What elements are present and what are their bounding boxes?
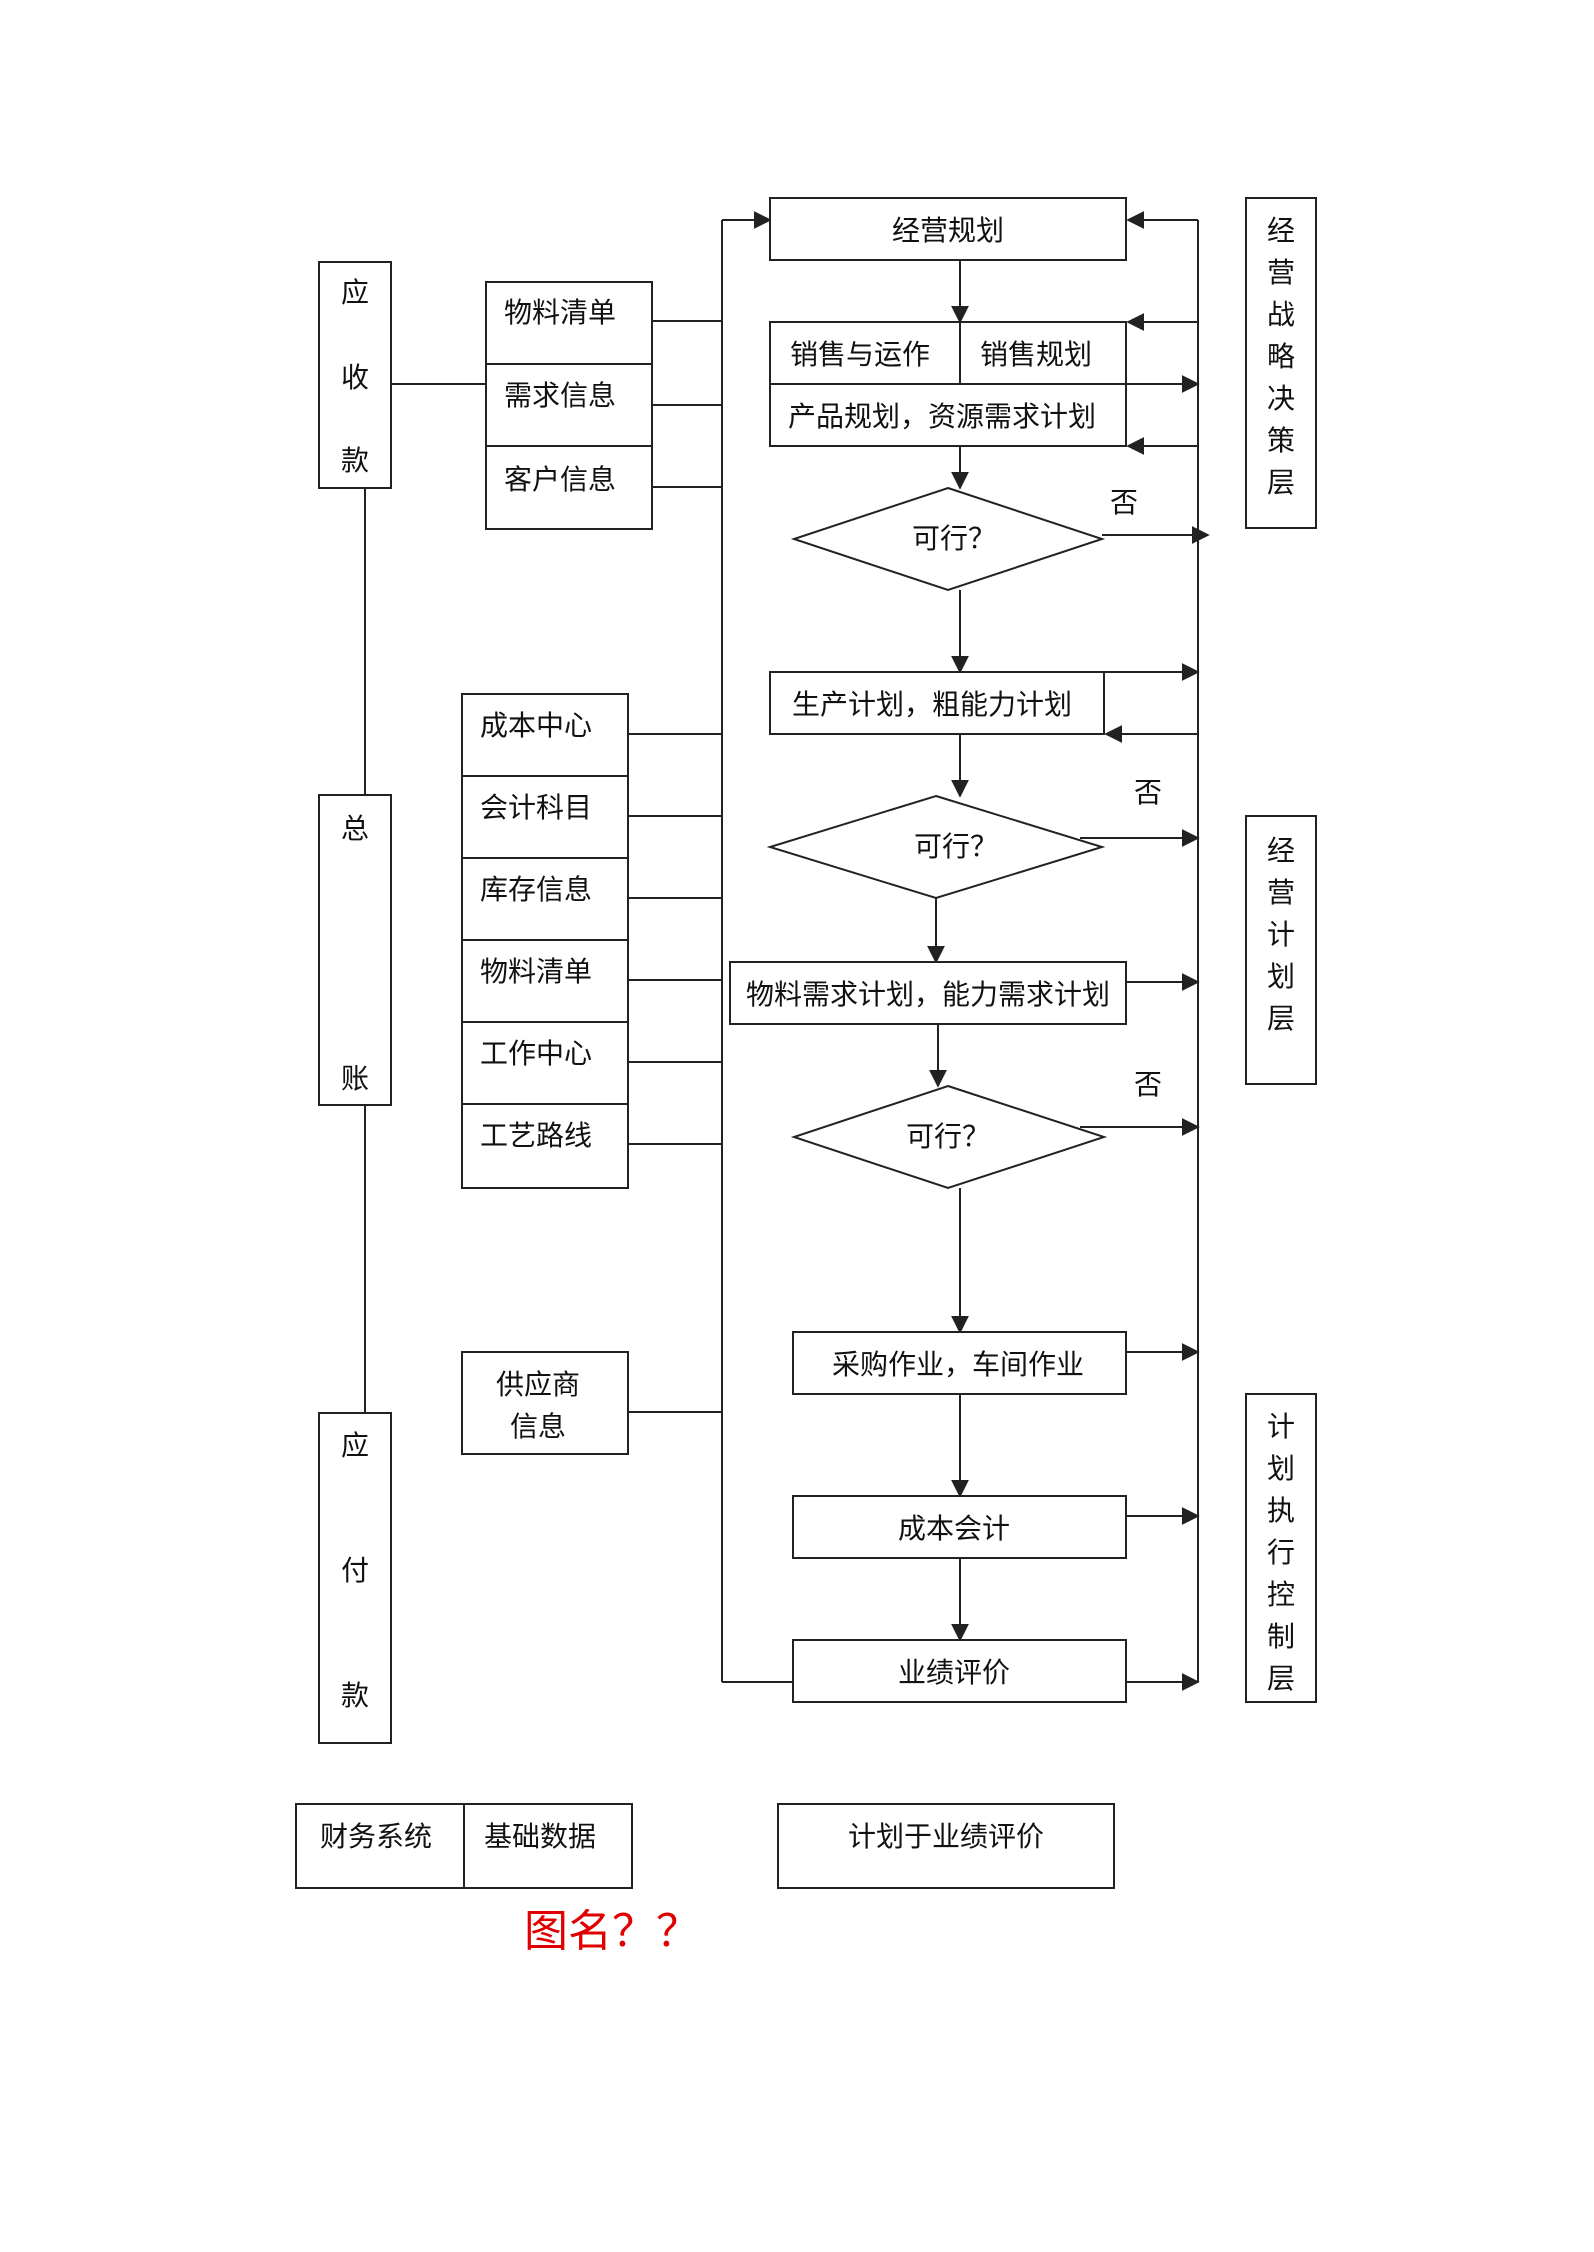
legend-finance: 财务系统: [320, 1820, 432, 1853]
ledger-char-1: 总: [341, 812, 369, 845]
feasible-decision-1: 可行？: [790, 486, 1106, 592]
svg-text:略: 略: [1267, 340, 1295, 373]
inventory-info-label: 库存信息: [480, 873, 592, 906]
svg-text:营: 营: [1267, 876, 1295, 909]
svg-text:行: 行: [1267, 1536, 1295, 1569]
payable-char-2: 付: [341, 1554, 369, 1587]
business-planning-box: 经营规划: [769, 197, 1127, 261]
no-label-2: 否: [1134, 776, 1162, 809]
no-label-3: 否: [1134, 1068, 1162, 1101]
svg-text:划: 划: [1267, 1452, 1295, 1485]
svg-text:制: 制: [1267, 1620, 1295, 1653]
execution-layer-box: 计 划 执 行 控 制 层: [1245, 1393, 1317, 1703]
accounting-subject-label: 会计科目: [480, 791, 592, 824]
supplier-line-2: 信息: [510, 1410, 566, 1443]
svg-text:经: 经: [1267, 214, 1295, 247]
svg-text:经: 经: [1267, 834, 1295, 867]
receivable-char-3: 款: [341, 444, 369, 477]
data-group-2: 成本中心 会计科目 库存信息 物料清单 工作中心 工艺路线: [461, 693, 629, 1189]
supplier-info-box: 供应商 信息: [461, 1351, 629, 1455]
svg-text:层: 层: [1267, 466, 1295, 499]
work-center-label: 工作中心: [480, 1037, 592, 1070]
receivable-column: 应 收 款: [318, 261, 392, 489]
svg-text:层: 层: [1267, 1662, 1295, 1695]
supplier-line-1: 供应商: [496, 1368, 580, 1401]
bom-label-1: 物料清单: [504, 296, 616, 329]
svg-text:控: 控: [1267, 1578, 1295, 1611]
product-resource-planning-label: 产品规划，资源需求计划: [788, 400, 1096, 433]
svg-text:物料需求计划，能力需求计划: 物料需求计划，能力需求计划: [746, 978, 1110, 1011]
svg-text:层: 层: [1267, 1002, 1295, 1035]
svg-text:生产计划，粗能力计划: 生产计划，粗能力计划: [792, 688, 1072, 721]
payable-char-1: 应: [341, 1429, 369, 1462]
legend-base-data: 基础数据: [484, 1820, 596, 1853]
legend-plan-eval: 计划于业绩评价: [848, 1820, 1044, 1853]
feasible-decision-2: 可行？: [766, 794, 1106, 900]
svg-text:成本会计: 成本会计: [898, 1512, 1010, 1545]
svg-text:决: 决: [1267, 382, 1295, 415]
sales-planning-label: 销售规划: [980, 338, 1092, 371]
svg-text:可行？: 可行？: [906, 1120, 990, 1153]
purchase-shop-box: 采购作业，车间作业: [792, 1331, 1127, 1395]
planning-layer-box: 经 营 计 划 层: [1245, 815, 1317, 1085]
legend: 财务系统 基础数据 计划于业绩评价: [295, 1803, 1115, 1889]
figure-caption: 图名？？: [524, 1906, 700, 1957]
payable-column: 应 付 款: [318, 1412, 392, 1744]
ledger-column: 总 账: [318, 794, 392, 1106]
svg-text:策: 策: [1267, 424, 1295, 457]
svg-text:经营规划: 经营规划: [892, 214, 1004, 247]
no-label-1: 否: [1110, 486, 1138, 519]
bom-label-2: 物料清单: [480, 955, 592, 988]
svg-text:业绩评价: 业绩评价: [898, 1656, 1010, 1689]
receivable-char-2: 收: [341, 361, 369, 394]
process-route-label: 工艺路线: [480, 1119, 592, 1152]
data-group-1: 物料清单 需求信息 客户信息: [485, 281, 653, 530]
cost-center-label: 成本中心: [480, 709, 592, 742]
svg-text:计: 计: [1267, 1410, 1295, 1443]
svg-text:采购作业，车间作业: 采购作业，车间作业: [832, 1348, 1084, 1381]
strategy-layer-box: 经 营 战 略 决 策 层: [1245, 197, 1317, 529]
performance-eval-box: 业绩评价: [792, 1639, 1127, 1703]
svg-text:战: 战: [1267, 298, 1295, 331]
svg-text:计: 计: [1267, 918, 1295, 951]
svg-text:营: 营: [1267, 256, 1295, 289]
ledger-char-2: 账: [341, 1062, 369, 1095]
mrp-crp-box: 物料需求计划，能力需求计划: [729, 961, 1127, 1025]
demand-info-label: 需求信息: [504, 379, 616, 412]
payable-char-3: 款: [341, 1679, 369, 1712]
svg-text:可行？: 可行？: [914, 830, 998, 863]
sales-ops-label: 销售与运作: [790, 338, 930, 371]
svg-text:可行？: 可行？: [912, 522, 996, 555]
feasible-decision-3: 可行？: [790, 1084, 1108, 1190]
receivable-char-1: 应: [341, 276, 369, 309]
svg-text:执: 执: [1267, 1494, 1295, 1527]
sales-ops-box: 销售与运作 销售规划 产品规划，资源需求计划: [769, 321, 1127, 447]
cost-accounting-box: 成本会计: [792, 1495, 1127, 1559]
customer-info-label: 客户信息: [504, 463, 616, 496]
svg-text:划: 划: [1267, 960, 1295, 993]
production-planning-box: 生产计划，粗能力计划: [769, 671, 1105, 735]
